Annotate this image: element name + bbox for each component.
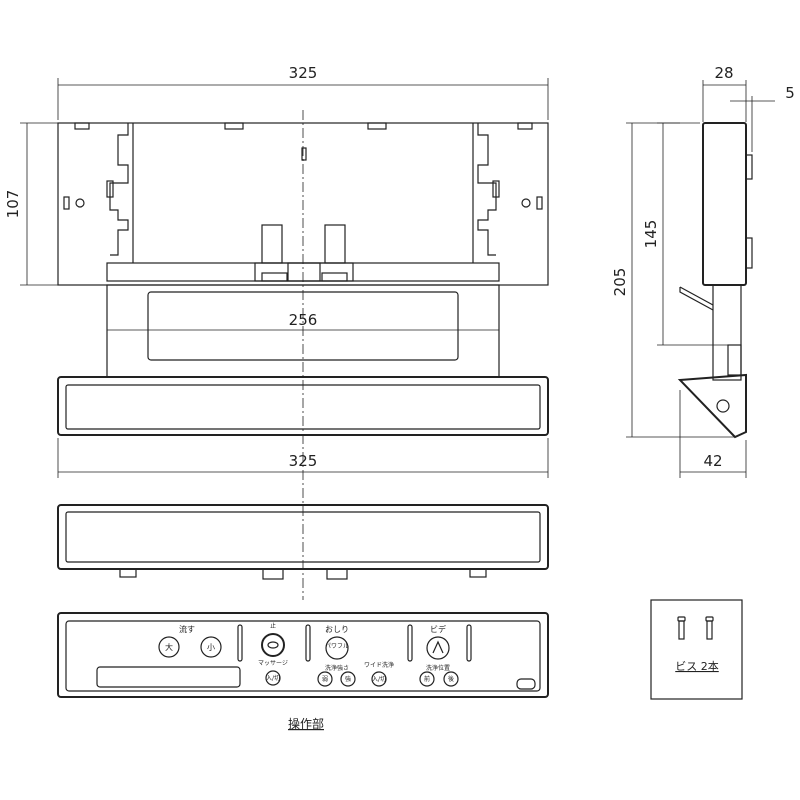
massage-toggle-button[interactable]: 入/切 [265, 670, 281, 686]
button-label: 入/切 [266, 675, 280, 682]
dim-label: 107 [4, 190, 22, 219]
strength-label: 洗浄強さ [325, 664, 349, 672]
dim-label: 256 [289, 311, 318, 329]
panel-bottom-view [57, 504, 549, 580]
dim-label: 5 [785, 84, 795, 102]
massage-label: マッサージ [258, 660, 288, 667]
stop-label: 止 [270, 622, 276, 630]
bidet-label: ビデ [430, 624, 446, 634]
dimension-panel-width: 325 [57, 438, 549, 478]
button-label: 前 [424, 675, 430, 683]
dim-label: 325 [289, 64, 318, 82]
wide-label: ワイド洗浄 [364, 661, 394, 669]
screw-icon [677, 616, 686, 640]
position-label: 洗浄位置 [426, 664, 450, 672]
back-button[interactable]: 後 [443, 671, 459, 687]
control-unit-caption: 操作部 [288, 716, 324, 731]
button-label: 弱 [322, 676, 328, 683]
button-label: パワフル [325, 643, 349, 650]
strong-button[interactable]: 強 [340, 671, 356, 687]
dim-label: 205 [611, 268, 629, 297]
flush-label: 流す [179, 624, 195, 634]
dim-label: 325 [289, 452, 318, 470]
button-label: 後 [448, 675, 454, 683]
side-view: 28 5 145 205 42 [611, 64, 795, 478]
dim-label: 145 [642, 220, 660, 249]
screws-caption: ビス 2本 [675, 659, 719, 673]
dimension-top-width: 325 [57, 64, 549, 120]
button-label: 大 [165, 642, 173, 652]
dimension-top-height: 107 [4, 122, 58, 286]
stop-button[interactable] [261, 633, 285, 657]
dim-label: 42 [703, 452, 722, 470]
screws-accessory: ビス 2本 [650, 599, 743, 700]
bidet-button[interactable] [426, 636, 450, 660]
button-label: 小 [207, 643, 215, 652]
front-button[interactable]: 前 [419, 671, 435, 687]
wide-toggle-button[interactable]: 入/切 [371, 671, 387, 687]
oshiri-button[interactable]: パワフル [325, 636, 349, 660]
flush-big-button[interactable]: 大 [158, 636, 180, 658]
button-label: 強 [345, 675, 351, 683]
oshiri-label: おしり [325, 625, 349, 634]
control-panel: 流す 大 小 止 マッサージ 入/切 おしり パワフル 洗浄強さ 弱 強 ワイド… [57, 612, 549, 698]
button-label: 入/切 [372, 676, 386, 683]
flush-small-button[interactable]: 小 [200, 636, 222, 658]
dim-label: 28 [714, 64, 733, 82]
weak-button[interactable]: 弱 [317, 671, 333, 687]
screw-icon [705, 616, 714, 640]
